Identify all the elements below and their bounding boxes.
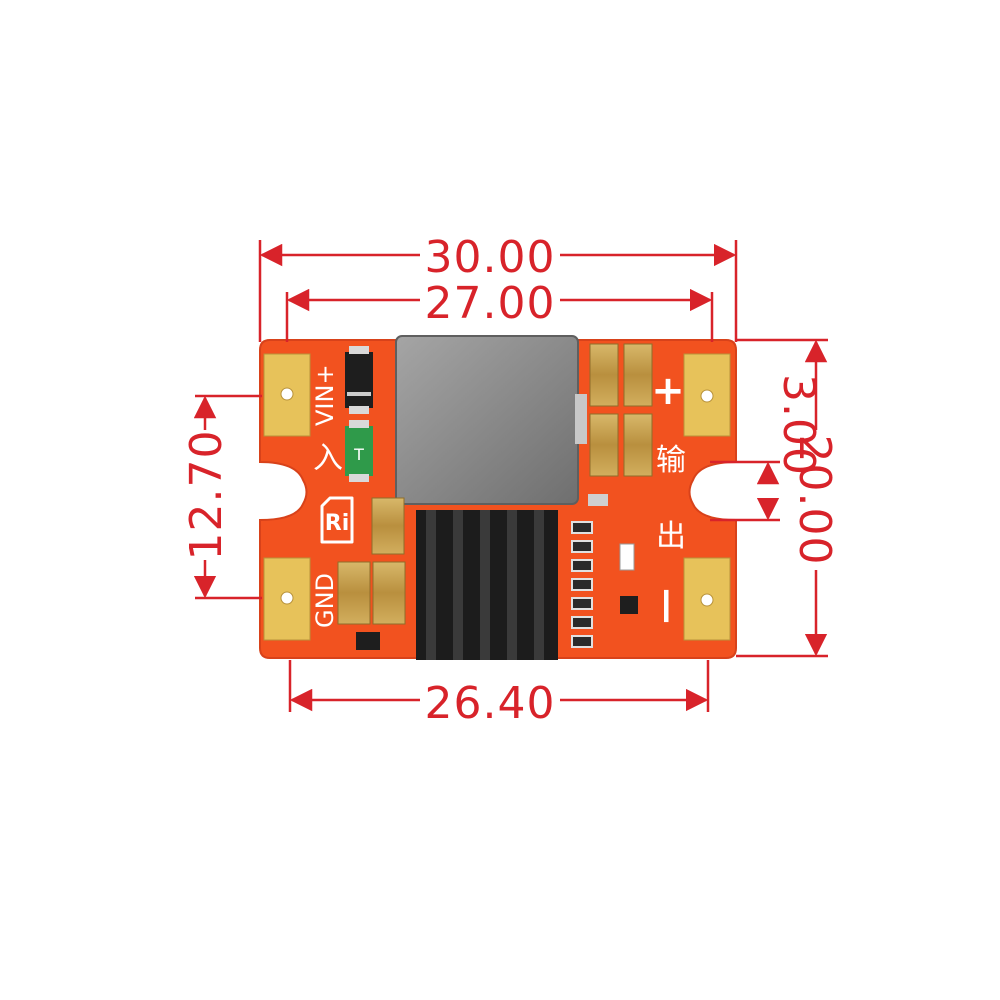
smd-resistor [571,597,593,610]
silk-gnd-label: GND [311,573,339,628]
input-capacitors [337,497,406,650]
heatsink-fin [453,510,463,660]
heatsink-fin [534,510,544,660]
inductor [395,335,587,505]
pad-out-minus [683,557,731,641]
smd-resistor [571,616,593,629]
fuse-label: T [353,445,364,464]
dim-pad-spacing-height: 12.70 [181,430,232,561]
silk-output-char-2: 出 [656,519,686,554]
heatsink [416,510,558,660]
fuse: T [345,420,373,482]
dim-overall-height: 20.00 [789,435,840,566]
silk-output-char-1: 输 [656,443,686,478]
heatsink-fin [507,510,517,660]
diode [345,346,373,414]
pad-vin [263,353,311,437]
silk-input-char: 入 [313,441,343,476]
dim-overall-width: 30.00 [425,232,556,283]
smd-resistor [571,635,593,648]
pad-out-plus [683,353,731,437]
silk-minus-sign: — [644,588,685,624]
smd-resistor [571,578,593,591]
smd-resistor [571,559,593,572]
heatsink-fin [426,510,436,660]
pad-gnd [263,557,311,641]
smd-resistor [571,540,593,553]
led [619,543,638,614]
heatsink-fins [426,510,544,660]
dimension-lines [193,240,828,712]
heatsink-fin [480,510,490,660]
output-capacitors [588,343,653,506]
dim-bottom-width: 26.40 [425,678,556,729]
silk-plus-sign: + [651,368,685,414]
dim-slot-height: 3.00 [773,374,824,476]
logo-text: Ri [325,511,349,536]
logo: Ri [320,496,354,544]
smd-resistor-column [571,521,593,648]
silk-vin-label: VIN+ [311,364,339,426]
dim-hole-spacing-width: 27.00 [425,278,556,329]
smd-resistor [571,521,593,534]
